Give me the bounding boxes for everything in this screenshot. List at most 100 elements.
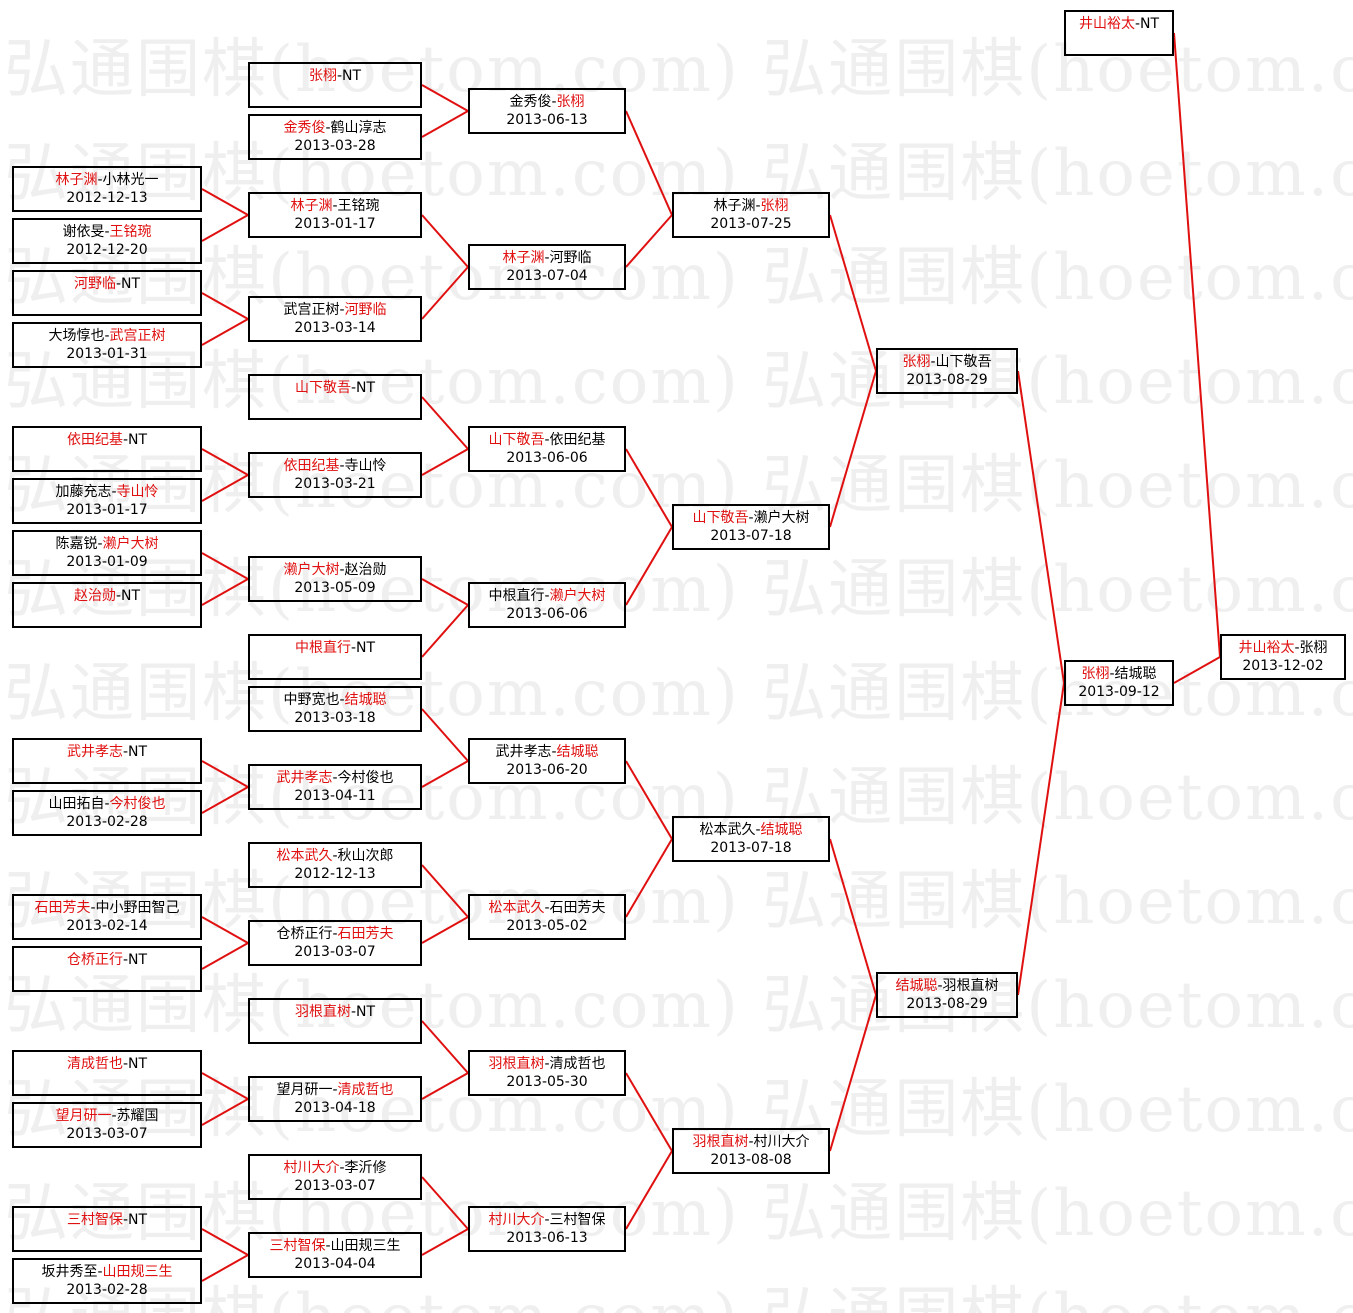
watermark: 弘通围棋(hoetom.com) 弘通围棋(hoetom.com) 弘通围棋(h… (4, 330, 1353, 422)
match-date: 2013-12-02 (1242, 658, 1324, 674)
connector-line (201, 188, 249, 216)
watermark: 弘通围棋(hoetom.com) 弘通围棋(hoetom.com) 弘通围棋(h… (4, 122, 1353, 214)
winner-name: 村川大介 (283, 1160, 340, 1176)
match-players: 张栩-山下敬吾 (878, 353, 1016, 371)
winner-name: 王铭琬 (109, 224, 152, 240)
match-box-r2-8: 中根直行-NT (248, 634, 422, 680)
player-name: 武井孝志 (495, 744, 552, 760)
connector-line (201, 552, 249, 580)
separator: - (755, 198, 761, 214)
match-players: 村川大介-李沂修 (250, 1159, 420, 1177)
match-players: 武井孝志-结城聪 (470, 743, 624, 761)
watermark: 弘通围棋(hoetom.com) 弘通围棋(hoetom.com) 弘通围棋(h… (4, 226, 1353, 318)
match-date: 2013-03-18 (294, 710, 376, 726)
player-name: NT (128, 432, 148, 448)
match-players: 仓桥正行-石田芳夫 (250, 925, 420, 943)
match-players: 羽根直树-村川大介 (674, 1133, 828, 1151)
watermark: 弘通围棋(hoetom.com) 弘通围棋(hoetom.com) 弘通围棋(h… (4, 1162, 1353, 1254)
match-box-r1-13: 清成哲也-NT (12, 1050, 202, 1096)
winner-name: 林子渊 (55, 172, 98, 188)
winner-name: 结城聪 (895, 978, 938, 994)
player-name: 中野宽也 (283, 692, 340, 708)
match-date: 2013-01-17 (66, 502, 148, 518)
winner-name: 濑户大树 (549, 588, 606, 604)
match-players: 林子渊-张栩 (674, 197, 828, 215)
connector-line (829, 994, 877, 1152)
winner-name: 村川大介 (488, 1212, 545, 1228)
player-name: NT (356, 1004, 376, 1020)
player-name: 坂井秀至 (41, 1264, 98, 1280)
match-box-r1-12: 仓桥正行-NT (12, 946, 202, 992)
watermark: 弘通围棋(hoetom.com) 弘通围棋(hoetom.com) 弘通围棋(h… (4, 850, 1353, 942)
match-players: 林子渊-小林光一 (14, 171, 200, 189)
player-name: 清成哲也 (549, 1056, 606, 1072)
winner-name: 清成哲也 (66, 1056, 123, 1072)
separator: - (1109, 666, 1115, 682)
separator: - (748, 510, 754, 526)
connector-line (829, 838, 877, 996)
separator: - (115, 276, 122, 292)
watermark-text: 弘通围棋(hoetom.com) (4, 761, 740, 835)
watermark: 弘通围棋(hoetom.com) 弘通围棋(hoetom.com) 弘通围棋(h… (4, 1058, 1353, 1150)
match-players: 羽根直树-清成哲也 (470, 1055, 624, 1073)
player-name: 河野临 (549, 250, 592, 266)
match-date: 2013-06-06 (506, 606, 588, 622)
player-name: 秋山次郎 (337, 848, 394, 864)
match-players: 松本武久-秋山次郎 (250, 847, 420, 865)
winner-name: 结城聪 (344, 692, 387, 708)
watermark: 弘通围棋(hoetom.com) 弘通围棋(hoetom.com) 弘通围棋(h… (4, 1266, 1353, 1313)
player-name: 望月研一 (276, 1082, 333, 1098)
player-name: 王铭琬 (337, 198, 380, 214)
match-players: 石田芳夫-中小野田智己 (14, 899, 200, 917)
match-box-seed: 井山裕太-NT (1064, 10, 1174, 56)
match-players: 张栩-结城聪 (1066, 665, 1172, 683)
winner-name: 濑户大树 (102, 536, 159, 552)
player-name: NT (356, 380, 376, 396)
player-name: 中根直行 (488, 588, 545, 604)
player-name: 今村俊也 (337, 770, 394, 786)
connector-line (625, 526, 673, 606)
watermark-text: 弘通围棋(hoetom.com) (762, 865, 1353, 939)
match-players: 林子渊-河野临 (470, 249, 624, 267)
match-players: 金秀俊-张栩 (470, 93, 624, 111)
player-name: NT (356, 640, 376, 656)
watermark-text: 弘通围棋(hoetom.com) (4, 657, 740, 731)
match-date: 2013-07-04 (506, 268, 588, 284)
match-date: 2013-01-31 (66, 346, 148, 362)
match-date: 2013-02-28 (66, 814, 148, 830)
separator: - (1134, 16, 1141, 32)
match-players: 松本武久-结城聪 (674, 821, 828, 839)
winner-name: 张栩 (902, 354, 931, 370)
separator: - (332, 926, 338, 942)
winner-name: 清成哲也 (337, 1082, 394, 1098)
separator: - (930, 354, 936, 370)
separator: - (339, 562, 345, 578)
player-name: NT (121, 276, 141, 292)
match-players: 赵治勋-NT (14, 587, 200, 605)
match-players: 井山裕太-NT (1066, 15, 1172, 33)
separator: - (1294, 640, 1300, 656)
winner-name: 仓桥正行 (66, 952, 123, 968)
watermark-text: 弘通围棋(hoetom.com) (762, 553, 1353, 627)
connector-line (625, 760, 673, 840)
connector-line (421, 1176, 469, 1230)
player-name: NT (128, 1212, 148, 1228)
separator: - (339, 458, 345, 474)
connector-line (201, 786, 249, 814)
match-players: 结城聪-羽根直树 (878, 977, 1016, 995)
separator: - (544, 900, 550, 916)
match-date: 2013-02-14 (66, 918, 148, 934)
